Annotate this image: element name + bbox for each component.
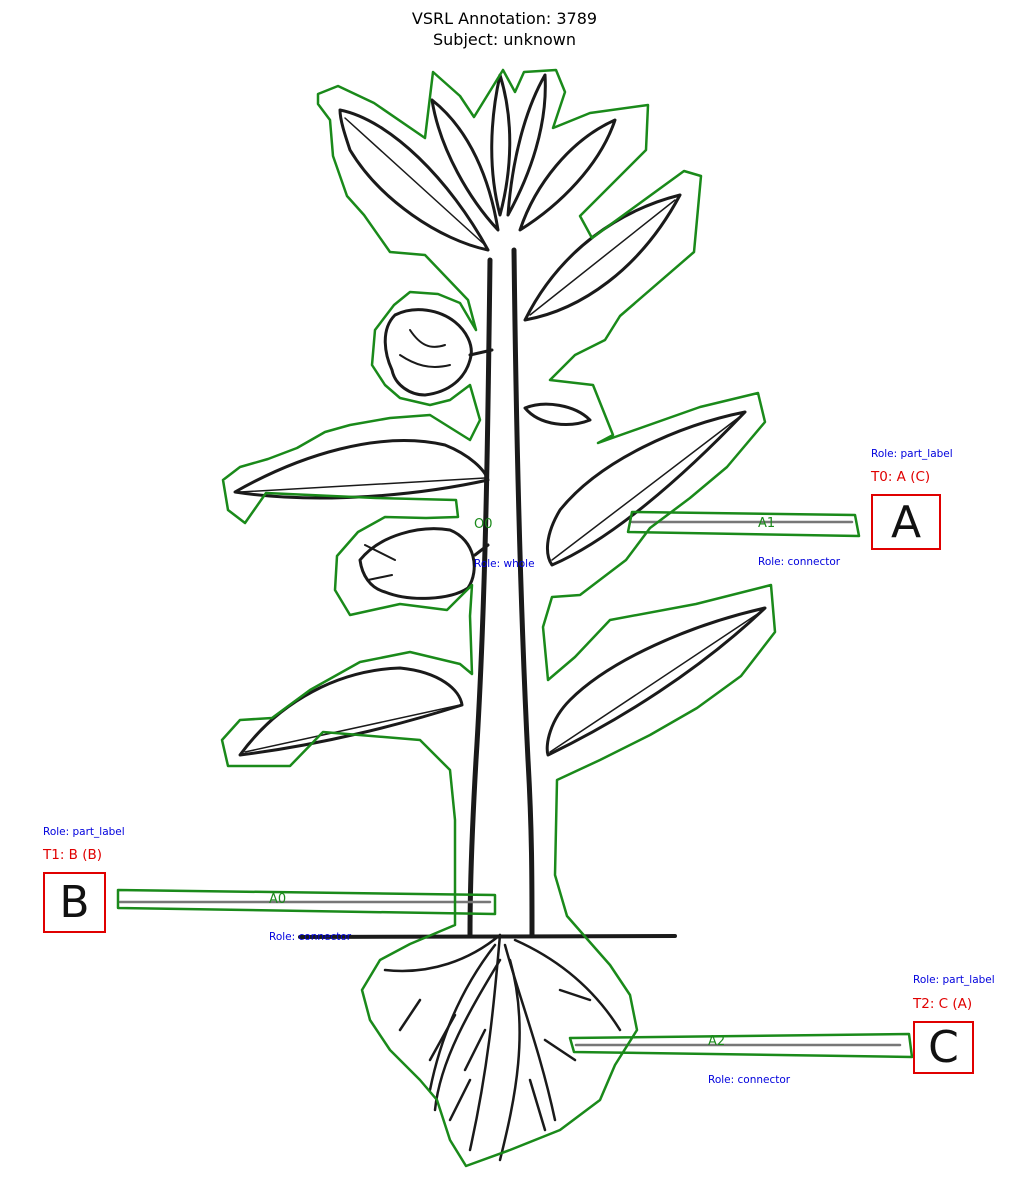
page-title: VSRL Annotation: 3789 Subject: unknown (0, 8, 1009, 50)
main-stem (467, 257, 493, 938)
connector-a0-id: A0 (269, 892, 287, 907)
small-bud (523, 402, 592, 426)
roots (383, 933, 622, 1162)
connector-a2-role: Role: connector (708, 1074, 791, 1086)
apical-bud (430, 73, 617, 232)
annotation-outlines (116, 68, 914, 1168)
subject-title: Subject: unknown (433, 30, 576, 49)
middle-right-leaf (546, 410, 747, 567)
label-b-tag: T1: B (B) (43, 847, 103, 863)
label-c-role: Role: part_label (913, 974, 995, 986)
connector-a2-id: A2 (708, 1034, 726, 1049)
lower-left-leaf (238, 666, 464, 757)
plant-drawing (118, 73, 902, 1162)
upper-right-leaf (523, 193, 682, 322)
connector-b-outline (116, 888, 497, 916)
whole-id: O0 (474, 517, 493, 532)
upper-left-leaf (338, 108, 490, 252)
connector-a0-role: Role: connector (269, 931, 352, 943)
flower (383, 308, 494, 397)
connector-a-outline (626, 510, 861, 538)
whole-plant-outline (220, 68, 777, 1168)
label-a-box[interactable]: A (871, 494, 941, 550)
connector-a1-id: A1 (758, 516, 776, 531)
label-b-box[interactable]: B (43, 872, 106, 933)
label-c-box[interactable]: C (913, 1021, 974, 1074)
soil-line (298, 934, 677, 939)
label-c-tag: T2: C (A) (913, 996, 973, 1012)
connector-c-outline (568, 1032, 914, 1059)
middle-left-leaf (233, 439, 490, 500)
connector-a1-role: Role: connector (758, 556, 841, 568)
lower-right-leaf (545, 606, 767, 757)
label-b-role: Role: part_label (43, 826, 125, 838)
label-a-role: Role: part_label (871, 448, 953, 460)
annotation-title: VSRL Annotation: 3789 (411, 9, 598, 28)
whole-role: Role: whole (474, 558, 535, 570)
label-a-tag: T0: A (C) (871, 469, 931, 485)
